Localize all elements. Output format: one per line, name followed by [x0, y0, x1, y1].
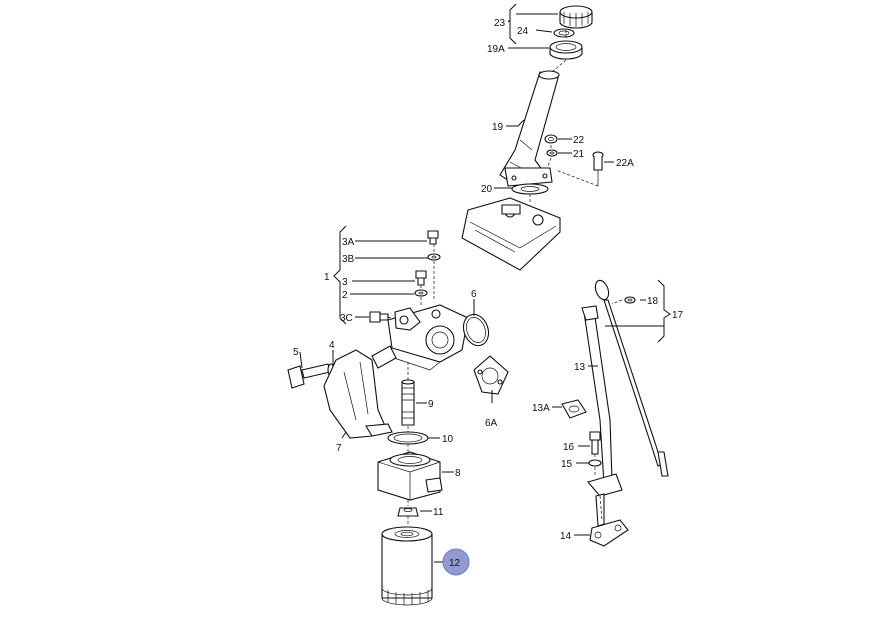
label-3b[interactable]: 3B	[342, 254, 355, 265]
label-23[interactable]: 23	[494, 18, 506, 29]
label-13[interactable]: 13	[574, 362, 586, 373]
part-6a-cover[interactable]	[473, 355, 509, 395]
label-19a[interactable]: 19A	[487, 44, 505, 55]
label-6a[interactable]: 6A	[485, 418, 498, 429]
label-9[interactable]: 9	[428, 399, 434, 410]
part-22a-bolt[interactable]	[592, 151, 604, 186]
label-15[interactable]: 15	[561, 459, 573, 470]
part-22-nut[interactable]	[544, 134, 558, 144]
part-11-nut[interactable]	[397, 507, 419, 517]
label-8[interactable]: 8	[455, 468, 461, 479]
label-6[interactable]: 6	[471, 289, 477, 300]
part-15-seal[interactable]	[588, 459, 602, 467]
label-5[interactable]: 5	[293, 347, 299, 358]
part-5-bolt[interactable]	[287, 363, 331, 389]
label-3c[interactable]: 3C	[340, 313, 353, 324]
label-22a[interactable]: 22A	[616, 158, 634, 169]
label-16[interactable]: 16	[563, 442, 575, 453]
label-1[interactable]: 1	[324, 272, 330, 283]
part-19a-ring[interactable]	[549, 40, 583, 60]
part-3b-washer[interactable]	[427, 253, 441, 261]
part-9-hollow-bolt[interactable]	[401, 379, 415, 426]
label-19[interactable]: 19	[492, 122, 504, 133]
label-4[interactable]: 4	[329, 340, 335, 351]
part-12-oil-filter[interactable]	[381, 526, 433, 606]
engine-cover-fragment	[461, 197, 561, 271]
label-17[interactable]: 17	[672, 310, 684, 321]
label-11[interactable]: 11	[433, 507, 444, 518]
label-20[interactable]: 20	[481, 184, 493, 195]
label-2[interactable]: 2	[342, 290, 348, 301]
label-21[interactable]: 21	[573, 149, 585, 160]
label-7[interactable]: 7	[336, 443, 342, 454]
part-6-o-ring[interactable]	[459, 311, 492, 349]
part-14-bracket[interactable]	[589, 493, 629, 547]
part-3-plug[interactable]	[415, 270, 427, 286]
part-13-guide-tube[interactable]	[581, 305, 623, 497]
part-7-bracket[interactable]	[323, 345, 397, 439]
label-13a[interactable]: 13A	[532, 403, 550, 414]
part-3a-plug[interactable]	[427, 230, 439, 245]
label-3[interactable]: 3	[342, 277, 348, 288]
label-22[interactable]: 22	[573, 135, 585, 146]
part-23-cap[interactable]	[559, 5, 593, 29]
part-2-washer[interactable]	[414, 289, 428, 297]
part-1-housing[interactable]	[387, 304, 469, 371]
label-14[interactable]: 14	[560, 531, 572, 542]
part-20-gasket[interactable]	[511, 183, 549, 195]
label-12-highlight[interactable]: 12	[442, 548, 470, 576]
part-19-filler-tube[interactable]	[499, 70, 560, 189]
part-24-seal[interactable]	[553, 28, 575, 38]
label-12[interactable]: 12	[449, 558, 461, 569]
part-8-filter-flange[interactable]	[377, 451, 443, 501]
part-16-bolt[interactable]	[589, 431, 601, 455]
label-3a[interactable]: 3A	[342, 237, 355, 248]
part-3c-plug[interactable]	[369, 311, 389, 323]
label-24[interactable]: 24	[517, 26, 529, 37]
label-18[interactable]: 18	[647, 296, 659, 307]
part-13a-clip[interactable]	[561, 399, 587, 419]
part-18-o-ring[interactable]	[624, 296, 636, 304]
part-10-seal[interactable]	[387, 431, 429, 445]
label-10[interactable]: 10	[442, 434, 454, 445]
part-17-dipstick[interactable]	[593, 279, 669, 477]
part-21-washer[interactable]	[546, 149, 558, 157]
